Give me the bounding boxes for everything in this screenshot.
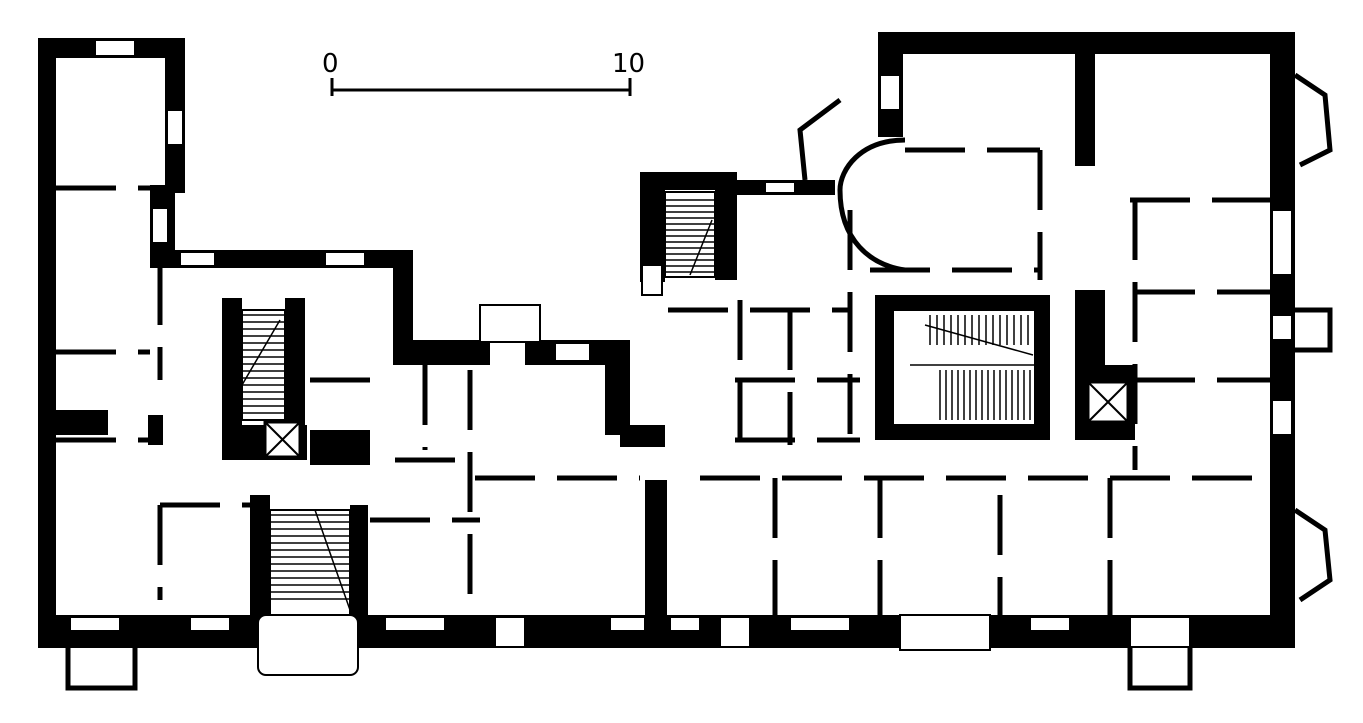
scale-start-label: 0 — [322, 49, 339, 79]
interior-walls — [56, 147, 1270, 615]
elevator-icon — [263, 380, 1130, 459]
windows — [69, 39, 1293, 676]
stairs — [241, 191, 1036, 616]
bay-windows — [65, 72, 1333, 691]
exterior-walls — [38, 32, 1295, 648]
scale-end-label: 10 — [612, 49, 645, 79]
scale-bar: 0 10 — [322, 49, 645, 96]
